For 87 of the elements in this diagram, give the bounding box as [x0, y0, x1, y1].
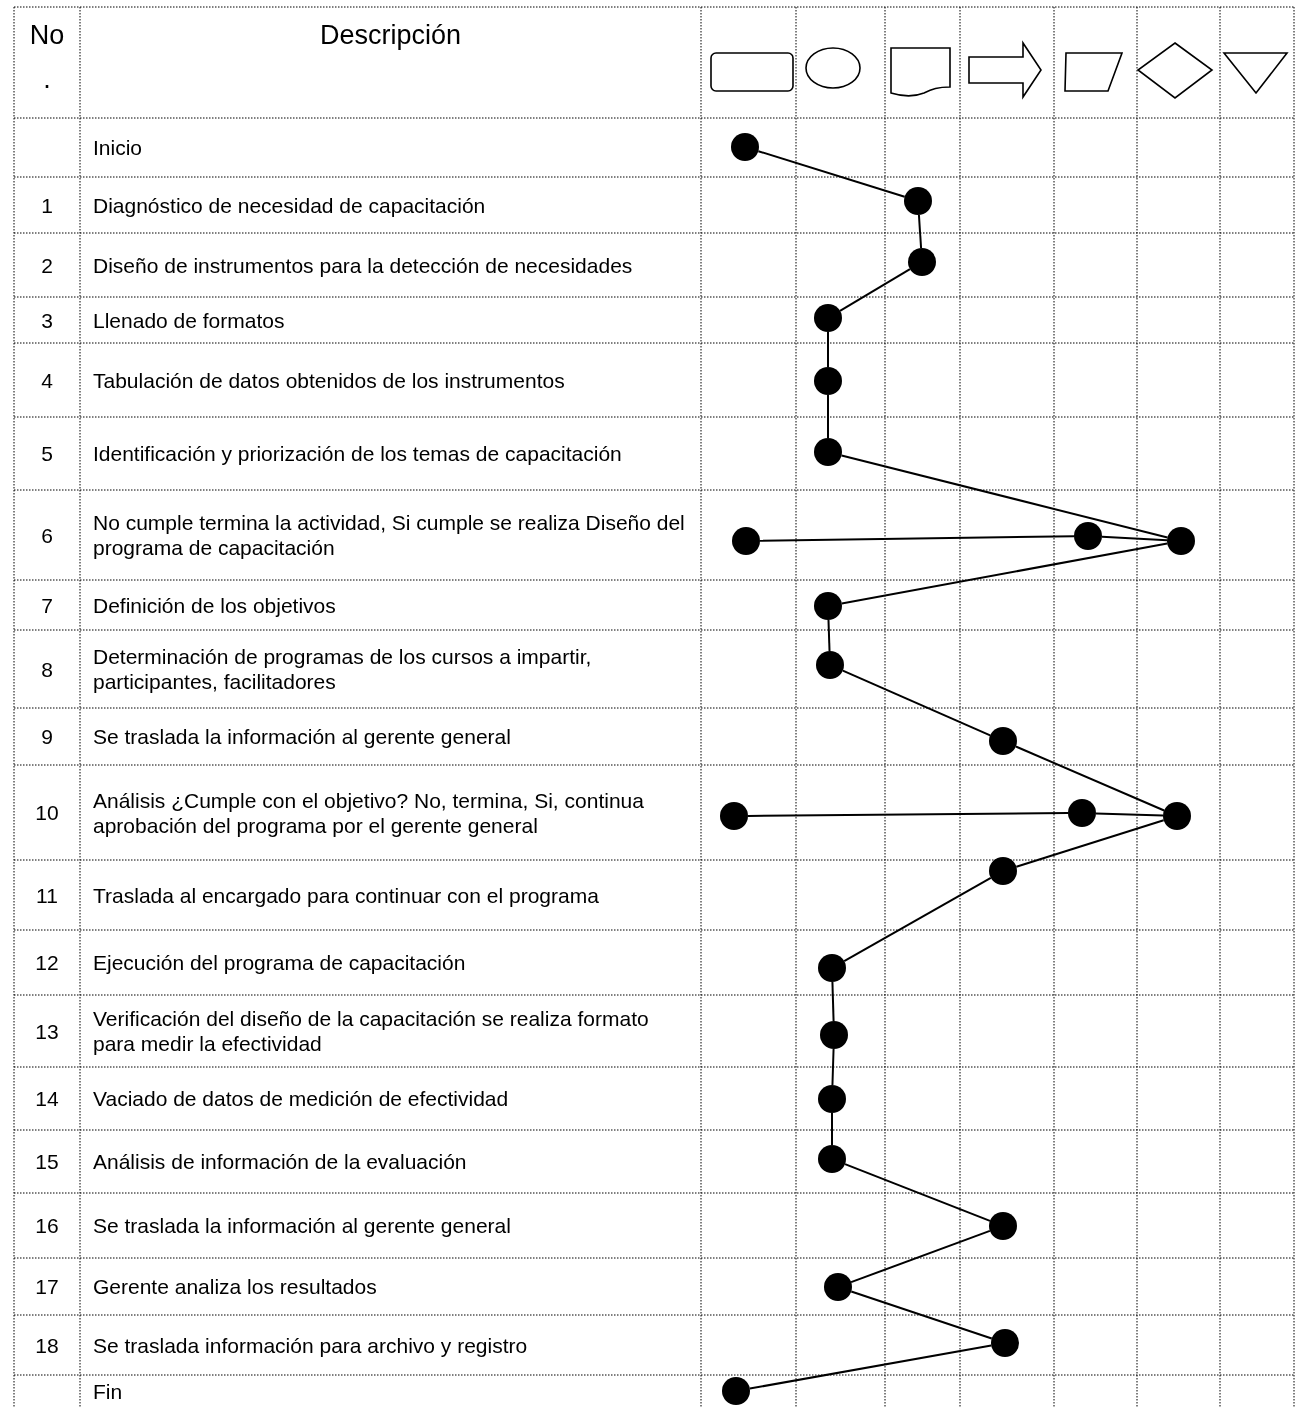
- step-number: 18: [35, 1332, 59, 1358]
- step-number: 4: [41, 367, 53, 393]
- step-dot: [989, 727, 1017, 755]
- connector-line: [850, 1229, 991, 1284]
- connector-line: [831, 1112, 833, 1146]
- step-number: 1: [41, 192, 53, 218]
- step-dot: [816, 651, 844, 679]
- step-number: 16: [35, 1213, 59, 1238]
- step-dot: [818, 954, 846, 982]
- connector-line: [1095, 812, 1164, 817]
- step-dot: [722, 1377, 750, 1405]
- step-dot: [818, 1145, 846, 1173]
- step-description: Se traslada la información al gerente general: [93, 724, 511, 749]
- connector-line: [839, 268, 911, 312]
- step-dot: [1167, 527, 1195, 555]
- step-dot: [908, 248, 936, 276]
- step-description: Verificación del diseño de la capacitación se realiza formato para medir la efectividad: [93, 1006, 650, 1056]
- step-description: Vaciado de datos de medición de efectividad: [93, 1086, 509, 1111]
- connector-line: [850, 1290, 993, 1340]
- connector-line: [1015, 819, 1165, 868]
- step-number: 5: [41, 441, 53, 466]
- step-description: Tabulación de datos obtenidos de los instrumentos: [93, 367, 565, 393]
- connector-line: [827, 619, 831, 652]
- step-number: 7: [41, 592, 53, 618]
- step-number: 13: [35, 1018, 59, 1044]
- step-dot: [732, 527, 760, 555]
- connector-line: [757, 150, 906, 198]
- step-dot: [814, 592, 842, 620]
- step-dot: [820, 1021, 848, 1049]
- step-dot: [814, 367, 842, 395]
- step-dot: [814, 304, 842, 332]
- step-description: Se traslada la información al gerente general: [93, 1213, 511, 1238]
- step-description: Definición de los objetivos: [93, 592, 336, 618]
- step-number: 12: [35, 950, 59, 975]
- step-number: 15: [35, 1149, 59, 1174]
- step-description: Identificación y priorización de los temas de capacitación: [93, 441, 622, 466]
- step-dot: [818, 1085, 846, 1113]
- step-description: Llenado de formatos: [93, 307, 285, 333]
- step-number: 11: [36, 882, 58, 908]
- step-dot: [814, 438, 842, 466]
- step-description: Ejecución del programa de capacitación: [93, 950, 466, 975]
- connector-line: [827, 331, 829, 368]
- connector-line: [831, 981, 835, 1022]
- connector-line: [843, 876, 992, 963]
- connector-line: [827, 394, 829, 439]
- step-description: Fin: [93, 1379, 123, 1404]
- connector-line: [917, 213, 923, 250]
- step-number: 9: [41, 724, 53, 749]
- connector-line: [1101, 535, 1168, 542]
- connector-line: [1014, 745, 1166, 812]
- step-number: 3: [41, 307, 53, 333]
- connector-line: [831, 1048, 835, 1086]
- step-dot: [1074, 522, 1102, 550]
- connector-line: [759, 535, 1075, 542]
- connector-line: [841, 669, 992, 737]
- step-dot: [991, 1329, 1019, 1357]
- connector-line: [748, 1344, 993, 1390]
- step-description: Se traslada información para archivo y registro: [93, 1332, 528, 1358]
- step-description: Determinación de programas de los cursos a impartir, participantes, facilitadores: [93, 644, 593, 694]
- step-number: 8: [41, 656, 53, 682]
- step-dot: [904, 187, 932, 215]
- step-dot: [824, 1273, 852, 1301]
- connector-line: [840, 542, 1169, 605]
- step-number: 10: [35, 800, 59, 825]
- step-dot: [1163, 802, 1191, 830]
- column-header: No .: [28, 19, 66, 96]
- connector-line: [840, 454, 1169, 539]
- step-number: 2: [41, 252, 53, 278]
- step-number: 6: [41, 522, 53, 548]
- step-number: 14: [35, 1086, 59, 1111]
- connector-line: [747, 812, 1069, 817]
- step-description: Traslada al encargado para continuar con el programa: [93, 882, 599, 908]
- connector-line: [844, 1163, 991, 1222]
- column-header: Descripción: [319, 19, 462, 52]
- step-description: Inicio: [93, 135, 143, 160]
- step-dot: [720, 802, 748, 830]
- step-description: Análisis ¿Cumple con el objetivo? No, termina, Si, continua aprobación del programa por el gerente general: [93, 787, 645, 838]
- step-description: Análisis de información de la evaluación: [93, 1149, 467, 1174]
- step-description: Diseño de instrumentos para la detección de necesidades: [93, 252, 633, 278]
- step-dot: [989, 857, 1017, 885]
- step-dot: [731, 133, 759, 161]
- step-description: No cumple termina la actividad, Si cumple se realiza Diseño del programa de capacitación: [93, 510, 686, 560]
- step-description: Gerente analiza los resultados: [93, 1274, 377, 1299]
- step-number: 17: [35, 1274, 59, 1299]
- step-description: Diagnóstico de necesidad de capacitación: [93, 192, 486, 218]
- step-dot: [989, 1212, 1017, 1240]
- step-dot: [1068, 799, 1096, 827]
